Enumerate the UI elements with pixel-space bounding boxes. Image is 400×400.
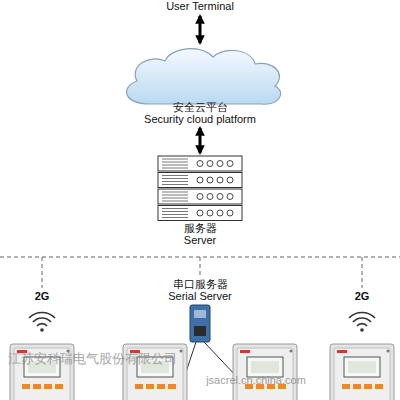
meter-device	[330, 344, 394, 400]
server-light	[227, 177, 233, 183]
server-vent	[162, 214, 188, 215]
server-vent	[162, 159, 188, 160]
server-vent	[162, 192, 188, 193]
server-light	[207, 194, 213, 200]
watermark: jsacrel.cn.china.com	[186, 374, 326, 386]
server-unit	[158, 173, 242, 188]
server-light	[207, 161, 213, 167]
server-light	[217, 210, 223, 216]
node-title: 服务器	[184, 222, 217, 234]
node-subtitle: Security cloud platform	[144, 113, 256, 125]
double-arrow	[199, 16, 202, 43]
server-light	[227, 194, 233, 200]
server-light	[217, 161, 223, 167]
watermark: 江苏安科瑞电气股份有限公司	[2, 350, 182, 368]
server-light	[197, 177, 203, 183]
server-unit	[158, 189, 242, 204]
server-vent	[162, 175, 188, 176]
server-vent	[162, 162, 188, 163]
node-title: User Terminal	[166, 0, 234, 12]
meter-device	[233, 344, 297, 400]
wireless-symbol	[349, 312, 375, 331]
wireless-symbol	[29, 312, 55, 331]
network-drop	[362, 257, 363, 288]
server-vent	[162, 178, 188, 179]
serial-device-body	[190, 305, 210, 342]
double-arrow	[199, 128, 202, 153]
node-subtitle: Serial Server	[168, 290, 232, 302]
server-light	[197, 210, 203, 216]
server-light	[197, 194, 203, 200]
server-unit	[158, 206, 242, 221]
node-title: 串口服务器	[173, 278, 228, 290]
network-drop	[42, 257, 43, 288]
server-light	[227, 210, 233, 216]
network-drop	[200, 257, 201, 278]
serial-device-port	[194, 310, 206, 318]
node-subtitle: Server	[184, 234, 216, 246]
server-light	[217, 177, 223, 183]
server-light	[227, 161, 233, 167]
server-vent	[162, 195, 188, 196]
server-vent	[162, 198, 188, 199]
server-vent	[162, 168, 188, 169]
server-node: 服务器Server	[150, 154, 250, 246]
server-light	[207, 177, 213, 183]
terminal-node: User Terminal	[140, 0, 260, 14]
server-vent	[162, 165, 188, 166]
network-label: 2G	[346, 290, 378, 302]
cloud-platform: 安全云平台Security cloud platform	[115, 44, 285, 126]
server-vent	[162, 211, 188, 212]
serial-server: 串口服务器Serial Server	[160, 276, 240, 346]
server-light	[197, 161, 203, 167]
server-vent	[162, 181, 188, 182]
server-vent	[162, 208, 188, 209]
server-vent	[162, 201, 188, 202]
network-label: 2G	[26, 290, 58, 302]
server-vent	[162, 217, 188, 218]
server-light	[217, 194, 223, 200]
serial-device-port	[194, 326, 206, 336]
node-title: 安全云平台	[173, 101, 228, 113]
server-light	[207, 210, 213, 216]
server-vent	[162, 184, 188, 185]
cloud-outline	[127, 49, 281, 104]
server-unit	[158, 156, 242, 171]
